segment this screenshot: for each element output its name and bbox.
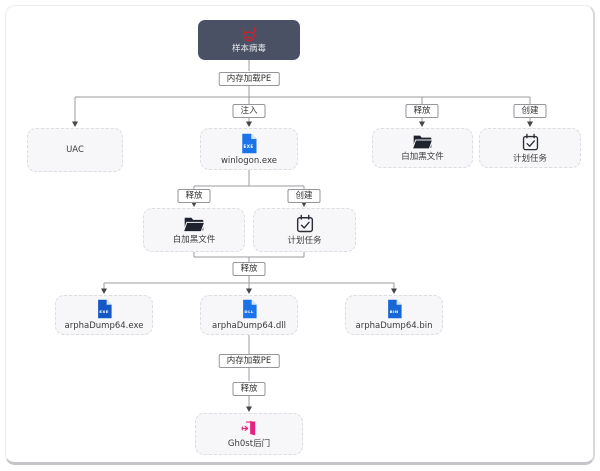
node-sample-virus[interactable]: 样本病毒	[198, 20, 300, 60]
exe-file-icon: EXE	[97, 299, 112, 319]
node-label: 计划任务	[287, 236, 322, 246]
edge-label-release-right: 释放	[405, 104, 439, 118]
node-arphadump64-exe[interactable]: EXE arphaDump64.exe	[55, 295, 153, 335]
node-scheduled-task-mid[interactable]: 计划任务	[253, 208, 356, 252]
node-label: 计划任务	[512, 153, 547, 164]
calendar-check-icon	[522, 133, 538, 150]
edge-label-release-mid: 释放	[177, 189, 211, 203]
dll-file-icon: DLL	[242, 299, 257, 319]
node-label: arphaDump64.dll	[212, 321, 286, 331]
node-uac[interactable]: UAC	[27, 128, 123, 172]
exe-file-icon: EXE	[242, 133, 257, 153]
calendar-check-icon	[296, 214, 313, 233]
edge-label-release-merge: 释放	[232, 262, 266, 276]
folder-icon	[183, 217, 205, 232]
node-label: 白加黑文件	[401, 152, 444, 162]
node-whiteblack-file-mid[interactable]: 白加黑文件	[143, 208, 245, 252]
node-label: winlogon.exe	[220, 155, 278, 166]
edge-label-release-bottom: 释放	[232, 382, 266, 396]
node-gh0st-backdoor[interactable]: Gh0st后门	[195, 413, 303, 455]
node-winlogon-exe[interactable]: EXE winlogon.exe	[200, 128, 298, 170]
node-scheduled-task-right[interactable]: 计划任务	[479, 128, 581, 168]
node-arphadump64-dll[interactable]: DLL arphaDump64.dll	[200, 295, 298, 335]
node-label: Gh0st后门	[227, 439, 271, 449]
backdoor-door-icon	[241, 420, 256, 436]
virus-devil-icon	[242, 27, 256, 42]
edge-label-inject: 注入	[232, 104, 266, 118]
edge-label-create-mid: 创建	[287, 189, 321, 203]
bin-file-icon: BIN	[387, 299, 402, 319]
svg-text:DLL: DLL	[244, 309, 254, 314]
svg-text:BIN: BIN	[389, 309, 398, 314]
node-label: 白加黑文件	[172, 234, 216, 245]
svg-text:EXE: EXE	[244, 144, 254, 149]
node-whiteblack-file-right[interactable]: 白加黑文件	[372, 128, 473, 168]
node-arphadump64-bin[interactable]: BIN arphaDump64.bin	[345, 295, 443, 335]
node-label: arphaDump64.bin	[355, 321, 433, 331]
node-label: 样本病毒	[231, 44, 266, 54]
edge-label-create-right: 创建	[513, 104, 547, 118]
edge-label-memory-load-pe-top: 内存加载PE	[218, 72, 280, 86]
node-label: arphaDump64.exe	[64, 321, 144, 331]
edge-label-memory-load-pe-bottom: 内存加载PE	[218, 354, 280, 368]
folder-icon	[412, 135, 433, 150]
svg-text:EXE: EXE	[99, 309, 109, 314]
node-label: UAC	[66, 145, 84, 155]
